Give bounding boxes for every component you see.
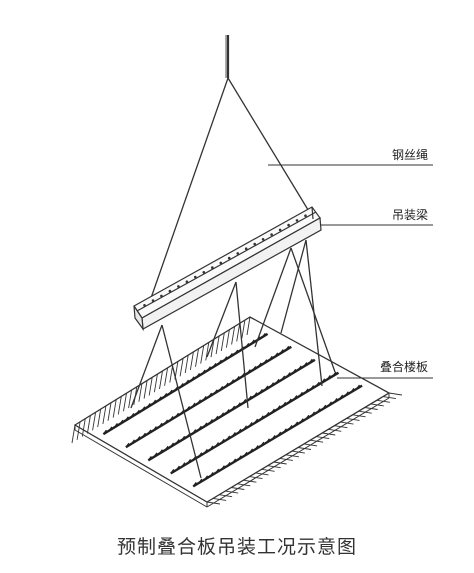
hook-and-top-cable: [225, 35, 230, 78]
wire-rope-lower: [130, 239, 336, 479]
figure-caption: 预制叠合板吊装工况示意图: [116, 536, 357, 558]
rebar-ends-front: [71, 316, 251, 444]
label-wire-rope: 钢丝绳: [392, 148, 429, 162]
lifting-beam: [133, 206, 322, 332]
label-leaders: [268, 164, 433, 379]
wire-rope-upper: [143, 77, 314, 319]
rebar-ends-right: [206, 392, 403, 505]
beam-holes: [143, 214, 307, 307]
lattice-girders: [102, 332, 363, 488]
label-lifting-beam: 吊装梁: [392, 208, 429, 222]
label-composite-slab: 叠合楼板: [380, 360, 429, 374]
composite-slab: [71, 316, 403, 508]
